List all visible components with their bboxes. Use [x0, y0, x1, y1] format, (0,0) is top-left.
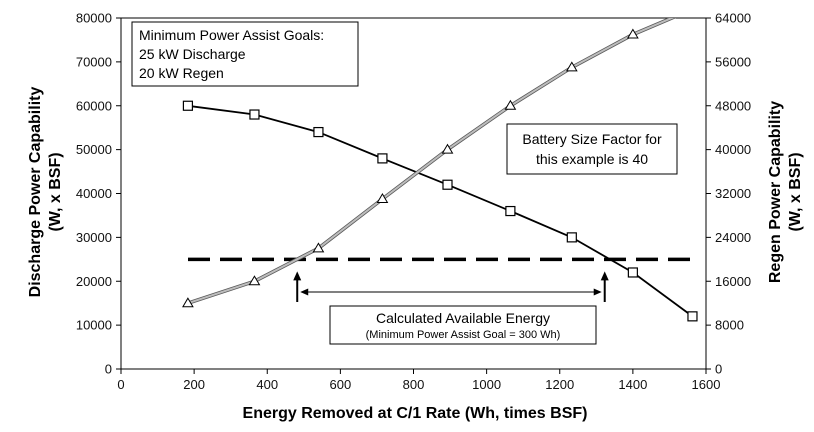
goals-box: Minimum Power Assist Goals: 25 kW Discha… — [131, 21, 359, 87]
left-y-tick-label: 80000 — [76, 11, 112, 26]
energy-box-line2: (Minimum Power Assist Goal = 300 Wh) — [366, 329, 561, 341]
left-y-tick-label: 30000 — [76, 230, 112, 245]
energy-marker-arrowhead — [293, 271, 302, 281]
regen-point — [627, 28, 639, 39]
left-y-tick-label: 20000 — [76, 274, 112, 289]
regen-point — [248, 275, 261, 286]
energy-box-line1: Calculated Available Energy — [376, 310, 550, 326]
x-tick-label: 1600 — [692, 377, 721, 392]
right-y-tick-label: 40000 — [715, 142, 751, 157]
energy-box: Calculated Available Energy (Minimum Pow… — [329, 305, 597, 345]
bsf-box-line2: this example is 40 — [536, 151, 648, 167]
goals-box-line1: Minimum Power Assist Goals: — [139, 27, 324, 43]
discharge-point — [249, 109, 260, 120]
regen-point — [504, 99, 517, 110]
discharge-point — [687, 311, 698, 322]
discharge-point — [505, 205, 516, 217]
left-axis-title-line1: Discharge Power Capability — [27, 87, 44, 298]
regen-point — [441, 143, 454, 154]
right-axis-title-line1: Regen Power Capability — [767, 101, 784, 283]
discharge-point — [566, 232, 577, 243]
x-tick-label: 1400 — [618, 377, 647, 392]
regen-point — [312, 242, 325, 253]
discharge-point — [442, 179, 453, 190]
x-tick-label: 1000 — [472, 377, 501, 392]
bsf-box-line1: Battery Size Factor for — [522, 131, 662, 147]
regen-point — [565, 61, 578, 72]
right-y-tick-label: 64000 — [715, 11, 751, 26]
goals-box-line2: 25 kW Discharge — [139, 46, 246, 62]
energy-span-arrow-left — [300, 288, 309, 296]
x-tick-label: 1200 — [545, 377, 574, 392]
bsf-box: Battery Size Factor for this example is … — [506, 123, 678, 175]
discharge-point — [627, 267, 638, 278]
series-square — [182, 100, 698, 322]
x-tick-label: 400 — [256, 377, 278, 392]
goals-box-line3: 20 kW Regen — [139, 65, 224, 81]
discharge-point — [313, 126, 324, 138]
right-y-tick-label: 48000 — [715, 98, 751, 113]
right-y-tick-label: 24000 — [715, 230, 751, 245]
right-y-tick-label: 32000 — [715, 186, 751, 201]
right-y-tick-label: 16000 — [715, 274, 751, 289]
x-tick-label: 200 — [183, 377, 205, 392]
right-axis-title-line2: (W, x BSF) — [787, 152, 804, 231]
x-tick-label: 800 — [403, 377, 425, 392]
discharge-point — [182, 100, 194, 111]
left-y-tick-label: 60000 — [76, 98, 112, 113]
right-y-tick-label: 56000 — [715, 54, 751, 69]
x-axis-title: Energy Removed at C/1 Rate (Wh, times BS… — [243, 405, 588, 422]
left-y-tick-label: 10000 — [76, 318, 112, 333]
regen-point — [376, 192, 389, 203]
right-y-tick-label: 8000 — [715, 318, 744, 333]
energy-marker-arrowhead — [600, 271, 609, 281]
left-y-tick-label: 0 — [105, 362, 112, 377]
left-y-tick-label: 70000 — [76, 54, 112, 69]
energy-span-arrow-right — [593, 288, 602, 296]
left-y-tick-label: 50000 — [76, 142, 112, 157]
x-tick-label: 600 — [330, 377, 352, 392]
regen-point — [182, 297, 194, 308]
left-y-tick-label: 40000 — [76, 186, 112, 201]
discharge-point — [377, 153, 388, 164]
right-y-tick-label: 0 — [715, 362, 722, 377]
series-triangle — [182, 18, 677, 308]
left-axis-title-line2: (W, x BSF) — [47, 152, 64, 231]
x-tick-label: 0 — [117, 377, 124, 392]
